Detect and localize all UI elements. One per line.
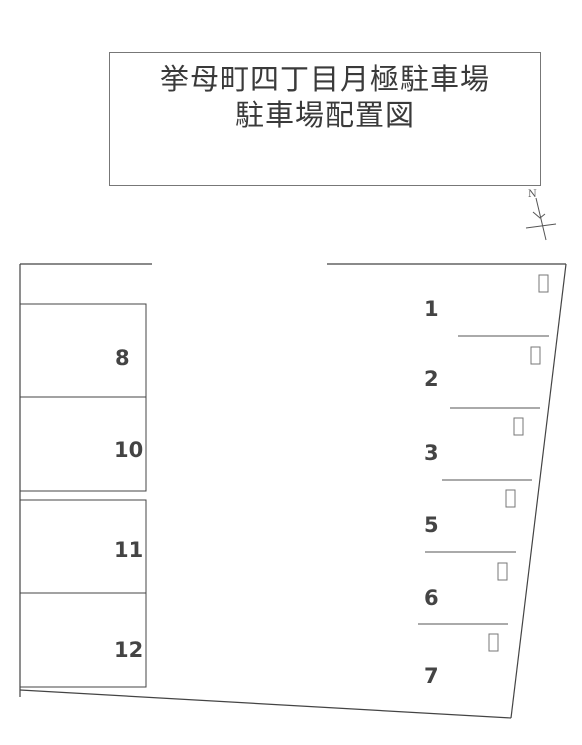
wheel-stop-icon — [513, 417, 524, 436]
compass-arrow — [532, 211, 546, 219]
compass-icon: N — [525, 189, 557, 241]
wheel-stops — [488, 274, 549, 652]
left-space-box-12 — [19, 592, 147, 688]
left-space-boxes — [19, 303, 147, 688]
space-number-3: 3 — [424, 441, 439, 465]
wheel-stop-icon — [538, 274, 549, 293]
right-dividers — [418, 335, 549, 625]
boundary-bottom — [19, 689, 512, 719]
space-number-7: 7 — [424, 664, 439, 688]
space-number-12: 12 — [114, 638, 144, 662]
left-space-box-10 — [19, 396, 147, 492]
compass-label: N — [528, 189, 537, 200]
wheel-stop-icon — [530, 346, 541, 365]
compass-crossbar — [525, 223, 557, 229]
space-number-6: 6 — [424, 586, 439, 610]
space-number-5: 5 — [424, 513, 439, 537]
wheel-stop-icon — [497, 562, 508, 581]
boundary-right — [510, 263, 567, 719]
space-number-1: 1 — [424, 297, 439, 321]
title-line-2: 駐車場配置図 — [234, 98, 415, 132]
space-number-10: 10 — [114, 438, 144, 462]
space-number-11: 11 — [114, 538, 144, 562]
title-box: 挙母町四丁目月極駐車場 駐車場配置図 — [109, 52, 541, 186]
title-line-1: 挙母町四丁目月極駐車場 — [159, 62, 490, 96]
space-number-8: 8 — [115, 346, 130, 370]
space-number-2: 2 — [424, 367, 439, 391]
wheel-stop-icon — [488, 633, 499, 652]
compass-needle — [535, 197, 547, 241]
wheel-stop-icon — [505, 489, 516, 508]
